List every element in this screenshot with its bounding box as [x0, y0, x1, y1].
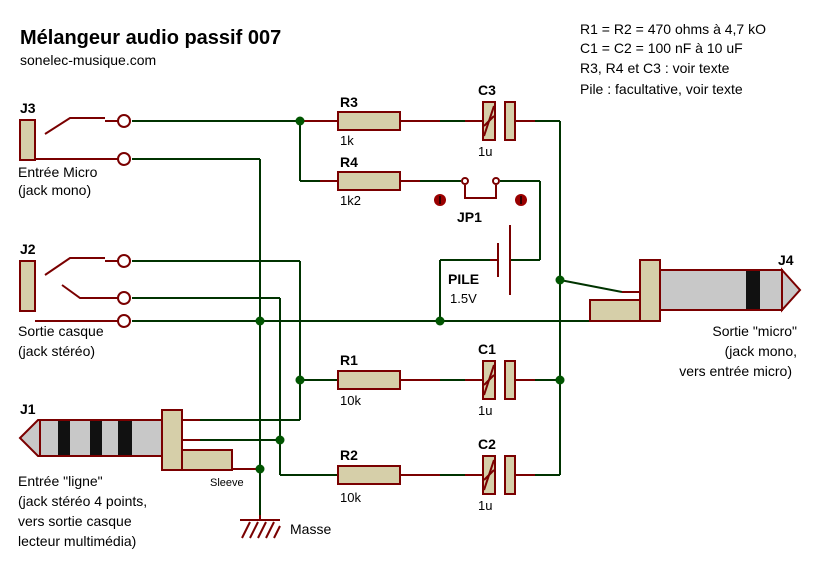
component-label: 1.5V: [450, 291, 477, 306]
component-label: (jack stéréo): [18, 343, 95, 359]
ground-symbol: Masse: [240, 515, 331, 539]
note-line: R3, R4 et C3 : voir texte: [580, 60, 730, 76]
component-label: R1: [340, 352, 358, 368]
site-name: sonelec-musique.com: [20, 52, 156, 68]
component-label: C1: [478, 341, 496, 357]
component-label: Sleeve: [210, 477, 244, 489]
jumper-jp1: JP1: [434, 177, 527, 225]
capacitor-c3: C3 1u: [478, 82, 516, 159]
component-label: J4: [778, 252, 794, 268]
component-label: Masse: [290, 521, 331, 537]
jack-j3: J3 Entrée Micro (jack mono): [18, 100, 131, 198]
schematic-title: Mélangeur audio passif 007: [20, 27, 281, 49]
component-label: Entrée Micro: [18, 164, 98, 180]
component-label: 1u: [478, 403, 492, 418]
component-label: 1k2: [340, 193, 361, 208]
wires: [132, 120, 623, 515]
component-label: 10k: [340, 393, 361, 408]
component-label: vers entrée micro): [679, 363, 792, 379]
component-label: 1u: [478, 144, 492, 159]
component-label: R4: [340, 154, 358, 170]
component-label: vers sortie casque: [18, 513, 132, 529]
capacitor-c2: C2 1u: [478, 436, 516, 513]
component-label: (jack mono,: [725, 343, 797, 359]
resistor-r3: R3 1k: [337, 94, 401, 148]
component-label: Entrée "ligne": [18, 473, 103, 489]
battery-pile: PILE 1.5V: [448, 225, 511, 306]
jack-j2: J2 Sortie casque (jack stéréo): [18, 241, 131, 359]
component-label: (jack mono): [18, 182, 91, 198]
note-line: C1 = C2 = 100 nF à 10 uF: [580, 40, 743, 56]
resistor-r1: R1 10k: [337, 352, 401, 408]
component-label: JP1: [457, 209, 482, 225]
component-label: (jack stéréo 4 points,: [18, 493, 147, 509]
component-label: J1: [20, 401, 36, 417]
component-label: C3: [478, 82, 496, 98]
component-label: PILE: [448, 271, 479, 287]
notes-block: R1 = R2 = 470 ohms à 4,7 kO C1 = C2 = 10…: [580, 21, 766, 97]
note-line: R1 = R2 = 470 ohms à 4,7 kO: [580, 21, 766, 37]
component-label: J2: [20, 241, 36, 257]
capacitor-c1: C1 1u: [478, 341, 516, 418]
component-label: 1k: [340, 133, 354, 148]
component-label: 10k: [340, 490, 361, 505]
resistor-r4: R4 1k2: [337, 154, 401, 208]
component-label: Sortie "micro": [712, 323, 797, 339]
component-label: 1u: [478, 498, 492, 513]
component-label: lecteur multimédia): [18, 533, 136, 549]
component-label: R3: [340, 94, 358, 110]
plug-j4: J4 Sortie "micro" (jack mono, vers entré…: [589, 252, 802, 379]
resistor-r2: R2 10k: [337, 447, 401, 505]
component-label: R2: [340, 447, 358, 463]
component-label: Sortie casque: [18, 323, 104, 339]
junction-nodes: [255, 116, 565, 474]
component-label: C2: [478, 436, 496, 452]
plug-j1: J1 Sleeve Entrée "ligne" (jack stéréo 4 …: [18, 401, 244, 549]
component-label: J3: [20, 100, 36, 116]
note-line: Pile : facultative, voir texte: [580, 81, 743, 97]
